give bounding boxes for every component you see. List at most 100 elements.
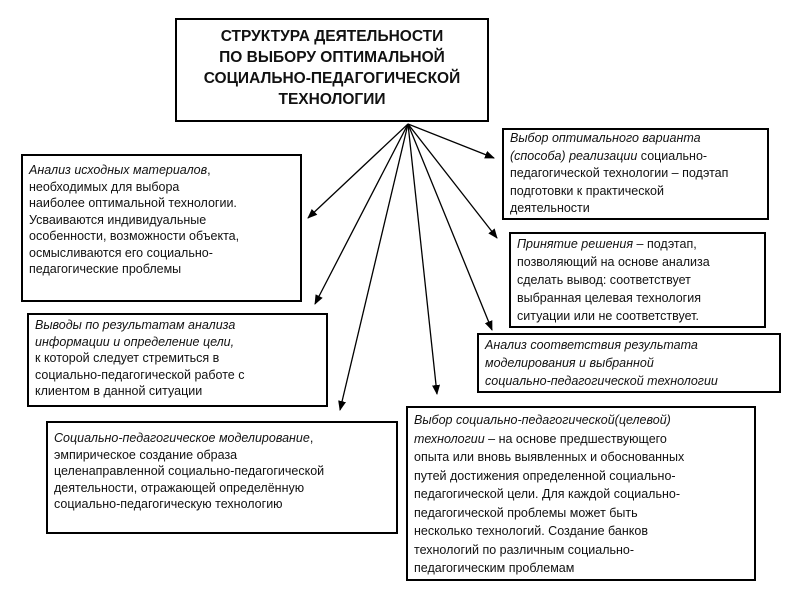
regular-text: выбранная целевая технология bbox=[517, 291, 701, 305]
regular-text: ситуации или не соответствует. bbox=[517, 309, 699, 323]
italic-term: Принятие решения bbox=[517, 237, 634, 251]
box-text-line: Анализ исходных материалов, bbox=[29, 162, 294, 179]
box-text-line: наиболее оптимальной технологии. bbox=[29, 195, 294, 212]
title-line: СОЦИАЛЬНО-ПЕДАГОГИЧЕСКОЙ bbox=[203, 70, 461, 87]
box-text-line: информации и определение цели, bbox=[35, 334, 320, 351]
box-conclusions-goal: Выводы по результатам анализа информации … bbox=[27, 313, 328, 407]
box-text-line: Выводы по результатам анализа bbox=[35, 317, 320, 334]
italic-term: Выбор социально-педагогической(целевой) bbox=[414, 413, 671, 427]
arrow-to-choice bbox=[407, 123, 441, 395]
arrow-to-optimal bbox=[407, 123, 495, 159]
box-text-line: особенности, возможности объекта, bbox=[29, 228, 294, 245]
box-text-line: сделать вывод: соответствует bbox=[517, 271, 758, 289]
box-text-line: Выбор социально-педагогической(целевой) bbox=[414, 411, 748, 430]
regular-text: , bbox=[309, 431, 314, 445]
box-text-line: клиентом в данной ситуации bbox=[35, 383, 320, 400]
regular-text: педагогические проблемы bbox=[29, 262, 182, 276]
box-decision: Принятие решения – подэтап, позволяющий н… bbox=[509, 232, 766, 328]
italic-term: (способа) реализации bbox=[510, 148, 638, 163]
regular-text: несколько технологий. Создание банков bbox=[414, 524, 648, 538]
box-text-line: ситуации или не соответствует. bbox=[517, 307, 758, 325]
box-text-line: Анализ соответствия результата bbox=[485, 336, 773, 354]
box-text-line: подготовки к практической bbox=[510, 183, 761, 201]
regular-text: педагогической технологии – подэтап bbox=[510, 166, 729, 180]
regular-text: сделать вывод: соответствует bbox=[517, 273, 691, 287]
box-text-line: социально-педагогической технологии bbox=[485, 372, 773, 390]
box-text-line: выбранная целевая технология bbox=[517, 289, 758, 307]
box-text-line: педагогической цели. Для каждой социальн… bbox=[414, 485, 748, 504]
regular-text: особенности, возможности объекта, bbox=[29, 229, 240, 243]
box-text-line: эмпирическое создание образа bbox=[54, 447, 390, 464]
box-text-line: целенаправленной социально-педагогическо… bbox=[54, 463, 390, 480]
box-text-line: деятельности bbox=[510, 200, 761, 218]
box-text-line: несколько технологий. Создание банков bbox=[414, 522, 748, 541]
regular-text: социально- bbox=[637, 148, 708, 163]
box-text-line: педагогические проблемы bbox=[29, 261, 294, 278]
box-text-line: педагогической проблемы может быть bbox=[414, 504, 748, 523]
regular-text: позволяющий на основе анализа bbox=[517, 255, 710, 269]
box-text-line: педагогическим проблемам bbox=[414, 559, 748, 578]
box-compliance-analysis: Анализ соответствия результата моделирова… bbox=[477, 333, 781, 393]
title-line: ПО ВЫБОРУ ОПТИМАЛЬНОЙ bbox=[219, 49, 445, 66]
regular-text: подготовки к практической bbox=[510, 183, 664, 198]
italic-term: социально-педагогической технологии bbox=[485, 374, 718, 388]
regular-text: социально-педагогической работе с bbox=[35, 367, 245, 382]
title-line: ТЕХНОЛОГИИ bbox=[278, 91, 386, 108]
regular-text: технологий по различным социально- bbox=[414, 542, 635, 557]
box-text-line: Принятие решения – подэтап, bbox=[517, 235, 758, 253]
arrow-to-analysis bbox=[307, 123, 409, 219]
regular-text: осмысливаются его социально- bbox=[29, 245, 213, 260]
italic-term: Выбор оптимального варианта bbox=[510, 131, 701, 145]
regular-text: Усваиваются индивидуальные bbox=[29, 212, 207, 227]
box-text-line: педагогической технологии – подэтап bbox=[510, 165, 761, 183]
box-analysis-materials: Анализ исходных материалов,необходимых д… bbox=[21, 154, 302, 302]
regular-text: путей достижения определенной социально- bbox=[414, 468, 676, 483]
regular-text: – на основе предшествующего bbox=[484, 431, 667, 446]
box-optimal-variant: Выбор оптимального варианта (способа) реа… bbox=[502, 128, 769, 220]
regular-text: педагогическим проблемам bbox=[414, 561, 575, 575]
box-text-line: Усваиваются индивидуальные bbox=[29, 212, 294, 229]
box-text-line: Социально-педагогическое моделирование, bbox=[54, 430, 390, 447]
italic-term: информации и определение цели, bbox=[35, 334, 235, 349]
italic-term: технологии bbox=[414, 431, 485, 446]
italic-term: Анализ исходных материалов bbox=[29, 163, 208, 177]
regular-text: – подэтап, bbox=[633, 237, 697, 251]
box-text-line: путей достижения определенной социально- bbox=[414, 467, 748, 486]
box-text-line: необходимых для выбора bbox=[29, 179, 294, 196]
arrow-to-conclusions bbox=[314, 123, 409, 305]
italic-term: Социально-педагогическое моделирование bbox=[54, 431, 310, 445]
regular-text: целенаправленной социально-педагогическо… bbox=[54, 464, 325, 478]
regular-text: наиболее оптимальной технологии. bbox=[29, 196, 237, 210]
box-text-line: технологий по различным социально- bbox=[414, 541, 748, 560]
arrow-to-modeling bbox=[338, 123, 409, 411]
regular-text: социально-педагогическую технологию bbox=[54, 497, 283, 511]
box-modeling: Социально-педагогическое моделирование,э… bbox=[46, 421, 398, 534]
box-text-line: деятельности, отражающей определённую bbox=[54, 480, 390, 497]
title-line: СТРУКТУРА ДЕЯТЕЛЬНОСТИ bbox=[220, 28, 444, 45]
italic-term: Выводы по результатам анализа bbox=[35, 318, 236, 332]
regular-text: опыта или вновь выявленных и обоснованны… bbox=[414, 450, 685, 464]
box-text-line: осмысливаются его социально- bbox=[29, 245, 294, 262]
box-text-line: технологии – на основе предшествующего bbox=[414, 430, 748, 449]
regular-text: деятельности bbox=[510, 201, 590, 215]
regular-text: необходимых для выбора bbox=[29, 179, 180, 194]
regular-text: педагогической проблемы может быть bbox=[414, 505, 638, 520]
arrow-to-decision bbox=[407, 123, 498, 239]
regular-text: педагогической цели. Для каждой социальн… bbox=[414, 487, 680, 501]
box-text-line: позволяющий на основе анализа bbox=[517, 253, 758, 271]
box-text-line: социально-педагогическую технологию bbox=[54, 496, 390, 513]
regular-text: эмпирическое создание образа bbox=[54, 447, 238, 462]
box-text-line: Выбор оптимального варианта bbox=[510, 130, 761, 148]
box-text-line: моделирования и выбранной bbox=[485, 354, 773, 372]
box-text-line: (способа) реализации социально- bbox=[510, 148, 761, 166]
box-text-line: опыта или вновь выявленных и обоснованны… bbox=[414, 448, 748, 467]
arrow-to-compliance bbox=[407, 123, 493, 331]
diagram-title: СТРУКТУРА ДЕЯТЕЛЬНОСТИ ПО ВЫБОРУ ОПТИМАЛ… bbox=[175, 18, 489, 122]
italic-term: моделирования и выбранной bbox=[485, 356, 654, 370]
box-text-line: к которой следует стремиться в bbox=[35, 350, 320, 367]
regular-text: , bbox=[207, 163, 211, 177]
regular-text: к которой следует стремиться в bbox=[35, 351, 220, 365]
italic-term: Анализ соответствия результата bbox=[485, 338, 698, 352]
box-text-line: социально-педагогической работе с bbox=[35, 367, 320, 384]
